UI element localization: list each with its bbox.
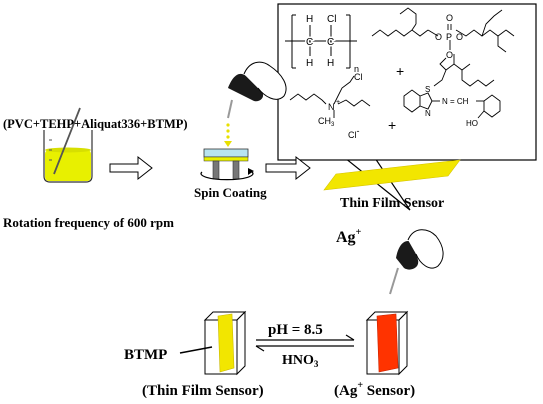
pvc-c2: C [327,37,334,48]
btmp-label: BTMP [124,347,167,363]
pvc-cl: Cl [327,14,336,25]
thin-film-strip [323,159,461,191]
arrow-2 [265,155,311,181]
aliquat-n: N [328,102,335,112]
dropper-hand [227,61,287,119]
aliquat-ch3: CH3 [318,116,335,128]
yellow-solution [45,150,91,181]
pvc-h-br: H [327,58,334,69]
pvc-c1: C [306,37,313,48]
drop-arrow [224,141,232,147]
beaker [43,107,93,183]
btmp-structure [403,89,501,119]
ph-label: pH = 8.5 [268,322,323,338]
yellow-film [217,313,235,373]
tehp-o-bottom: O [446,50,453,60]
rotation-label: Rotation frequency of 600 rpm [3,215,174,230]
arrow-1 [109,155,153,181]
pvc-n: n [354,64,359,74]
red-sensor-cuvette [365,310,409,376]
tehp-p: P [446,32,452,42]
tehp-o-top: O [446,13,453,23]
aliquat-counter-ion: Cl- [348,126,360,140]
btmp-s: S [425,85,430,94]
pvc-structure: H Cl C C H H n [285,14,359,74]
mixture-label: (PVC+TEHP+Aliquat336+BTMP) [3,117,188,131]
pvc-h-top: H [306,14,313,25]
aliquat-cl-top: Cl [354,72,363,82]
tehp-o-right: O [456,32,463,42]
structures-box [277,3,537,161]
spin-coater [200,148,254,181]
aliquat-n-charge: + [336,99,340,106]
btmp-link: N = CH [442,97,469,106]
red-film [376,313,399,373]
spin-coating-label: Spin Coating [194,185,267,200]
plus-sign-2: + [388,117,396,133]
thin-film-sensor-label: Thin Film Sensor [340,196,444,211]
equilibrium-arrows [255,334,355,352]
ag-ion-label: Ag+ [336,227,362,246]
yellow-film-cuvette [203,310,247,376]
thin-film-caption: (Thin Film Sensor) [142,383,264,399]
aliquat-structure [289,75,371,118]
tehp-o-left: O [435,32,442,42]
hno3-label: HNO3 [282,353,319,369]
plus-sign-1: + [396,63,404,79]
stir-rod [53,107,81,175]
ag-sensor-caption: (Ag+ Sensor) [334,380,415,399]
tehp-structure [371,7,515,87]
btmp-ho: HO [466,119,478,128]
btmp-n: N [425,109,431,118]
btmp-pointer [179,346,213,354]
pvc-h-bl: H [306,58,313,69]
ag-dropper-hand [389,229,444,295]
drops [226,123,230,139]
